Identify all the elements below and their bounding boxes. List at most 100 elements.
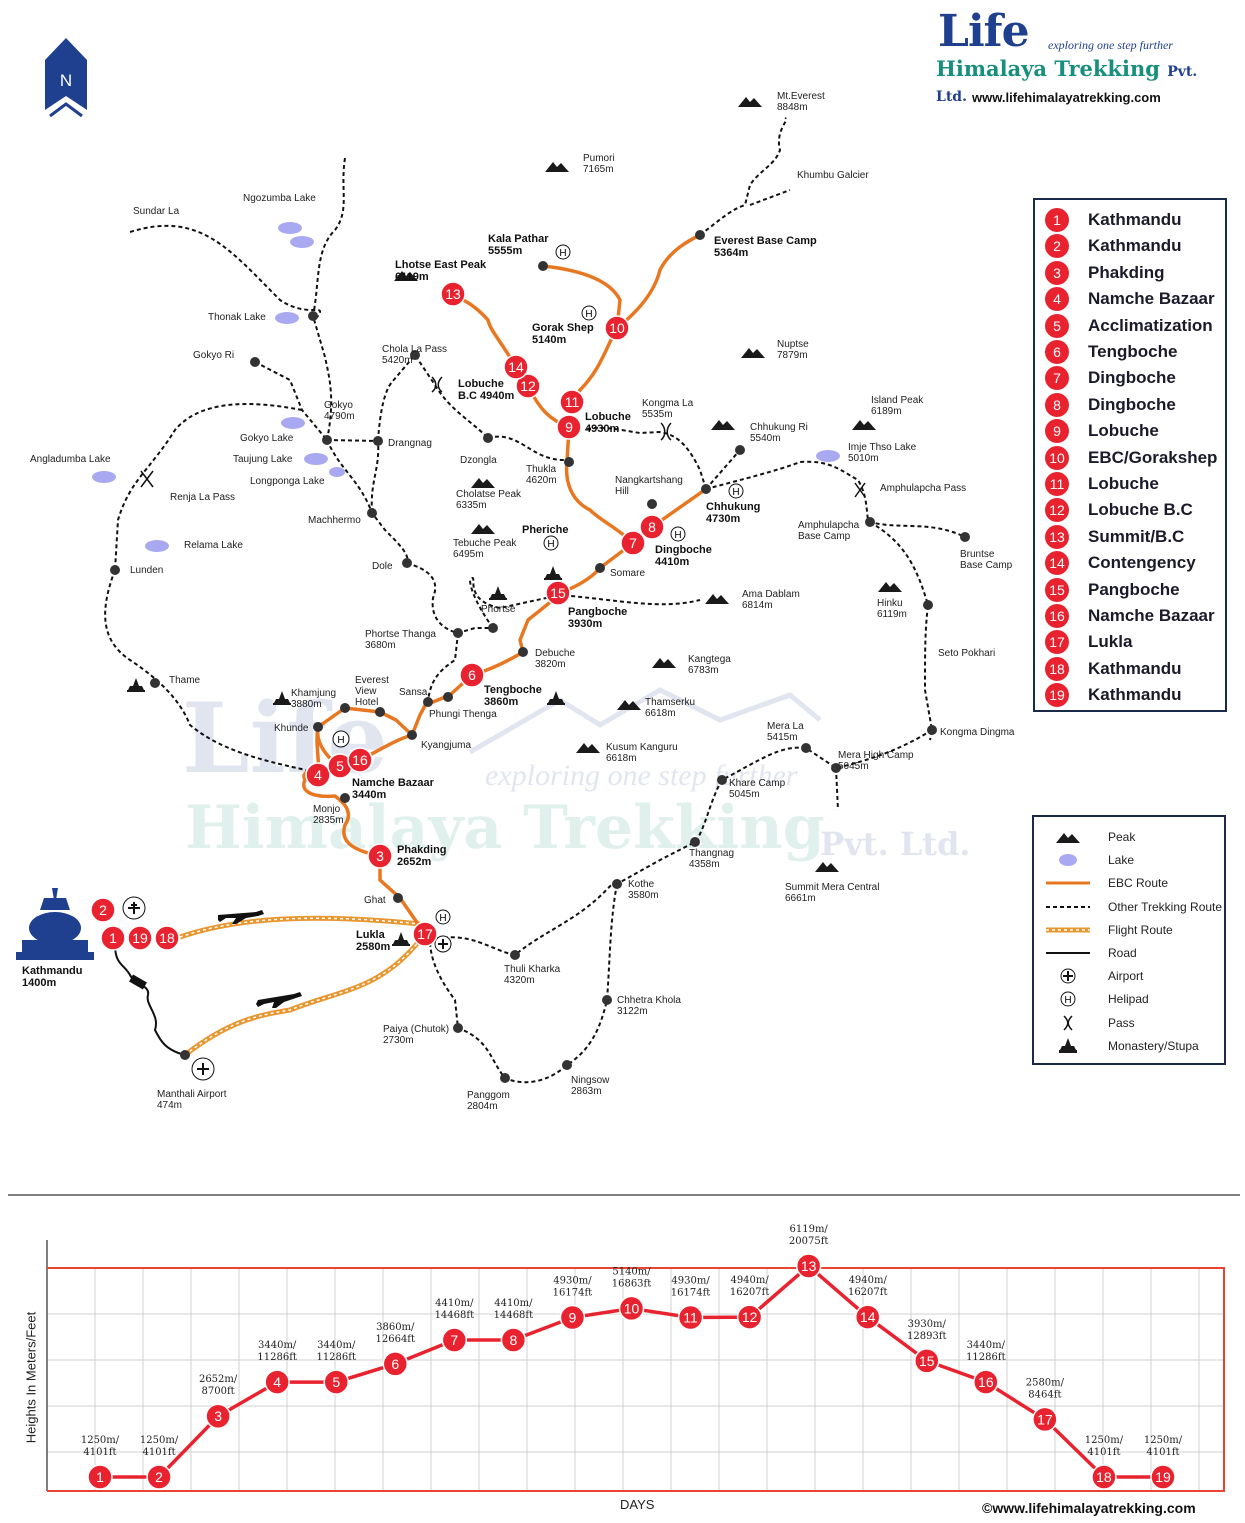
place-label-dole: Dole [372,561,393,572]
itinerary-day-badge: 16 [1045,604,1069,628]
legend-item: Pass [1044,1013,1224,1033]
brand-url[interactable]: www.lifehimalayatrekking.com [972,90,1161,105]
place-label-line: Thame [169,675,201,686]
place-label-line: 7165m [583,164,614,175]
legend-item: Peak [1044,827,1224,847]
legend-label: Other Trekking Route [1108,899,1223,914]
place-label-line: Taujung Lake [233,454,293,465]
legend-item: Lake [1044,850,1224,870]
place-label-line: Sundar La [133,206,180,217]
itinerary-day-badge: 19 [1045,683,1069,708]
peak-icon [1056,833,1080,843]
itinerary-day-name: Acclimatization [1088,315,1213,335]
itinerary-day-badge: 6 [1045,340,1069,364]
place-label-line: Base Camp [798,531,851,542]
stop-number: 2 [99,902,107,918]
place-label-line: Thangnag [689,848,734,859]
itinerary-day-badge: 13 [1045,524,1069,549]
place-label-line: 4410m [655,556,689,568]
place-label-taujung: Taujung Lake [233,454,293,465]
point-elevation-label: 16207ft [730,1287,770,1298]
place-label-renjala: Renja La Pass [170,492,235,503]
place-label-line: Hill [615,486,629,497]
point-day-label: 8 [509,1332,517,1348]
place-label-line: 8848m [777,102,808,113]
itinerary-day-name: Kathmandu [1088,685,1182,705]
point-elevation-label: 3440m/ [258,1340,297,1351]
place-label-line: Khare Camp [729,778,786,789]
itinerary-day-name: Dingboche [1088,394,1176,414]
legend-item: Monastery/Stupa [1044,1036,1224,1056]
lake-icon [1059,854,1077,867]
place-label-line: Bruntse [960,549,995,560]
brand-pvt: Pvt. Ltd. [936,64,1198,105]
place-label-line: 6119m [877,609,907,620]
place-label-line: Kala Pathar [488,233,549,245]
stop-number: 7 [629,535,637,551]
place-label-line: Phortse Thanga [365,629,436,640]
itinerary-day-name: Lobuche B.C [1088,500,1193,520]
pass-icon [1063,1015,1073,1031]
place-label-pheriche: Pheriche [522,524,568,536]
road-icon [1046,952,1090,954]
point-elevation-label: 4101ft [83,1447,116,1458]
point-day-label: 15 [919,1353,935,1369]
itinerary-day-badge: 9 [1045,419,1069,444]
point-elevation-label: 16863ft [612,1278,652,1289]
place-label-line: Amphulapcha [798,520,860,531]
place-label-line: 6189m [871,406,902,417]
place-label-line: Khumbu Galcier [797,170,869,181]
place-label-line: Kusum Kanguru [606,742,678,753]
road [114,944,186,1056]
place-label-line: 2652m [397,856,431,868]
stop-marker-6: 6 [459,662,485,688]
stop-marker-18: 18 [154,925,180,951]
stop-number: 13 [445,286,461,302]
place-label-line: Dingboche [655,544,712,556]
legend-label: Flight Route [1108,922,1173,937]
place-label-khunde: Khunde [274,723,309,734]
stop-number: 6 [468,667,476,683]
point-elevation-label: 4940m/ [849,1275,888,1286]
point-elevation-label: 3860m/ [376,1322,415,1333]
stop-marker-11: 11 [559,389,585,415]
place-label-line: Phakding [397,844,447,856]
pass-icons [140,376,866,498]
place-label-machhermo: Machhermo [308,515,361,526]
stop-marker-14: 14 [503,354,529,380]
point-day-label: 4 [273,1374,281,1390]
helipad-icon: H [1060,991,1076,1007]
copyright: ©www.lifehimalayatrekking.com [982,1500,1196,1516]
airport-icons [122,896,452,1081]
itinerary-day-name: Kathmandu [1088,236,1182,256]
plane-icon [218,910,302,1008]
brand-tagline: exploring one step further [1048,38,1173,52]
place-label-line: Kongma La [642,398,694,409]
point-day-label: 17 [1037,1411,1053,1427]
place-label-line: Gokyo [324,400,353,411]
place-label-line: 6618m [606,753,637,764]
point-elevation-label: 1250m/ [1144,1435,1183,1446]
stupa-icon [16,888,94,960]
